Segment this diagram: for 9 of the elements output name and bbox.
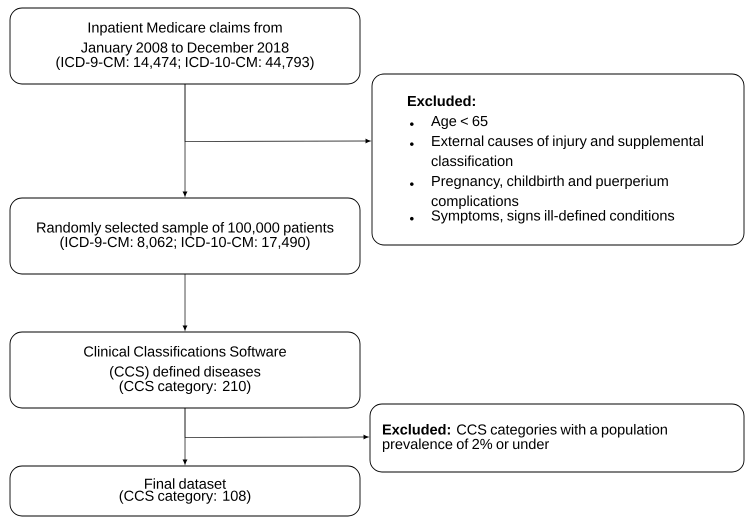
exclusion-box: Excluded: CCS categories with a population prevalence of 2% or under [370, 404, 744, 472]
process-box: Final dataset (CCS category: 108) [10, 466, 360, 516]
process-box: Randomly selected sample of 100,000 patients (ICD-9-CM: 8,062; ICD-10-CM: 17,490) [10, 198, 360, 274]
process-box: Inpatient Medicare claims from January 2008 to December 2018 (ICD-9-CM: 14,474; ICD-10-CM: 44,793) [10, 8, 360, 84]
arrow [182, 408, 188, 465]
arrow [182, 274, 188, 331]
exclusion-box: Excluded: Age < 65 External causes of injury and supplemental classification Pregnancy, childbirth and puerperium complications Symptoms, signs ill-defined conditions [372, 74, 744, 246]
arrow [182, 84, 188, 197]
process-box: Clinical Classifications Software (CCS) defined diseases (CCS category: 210) [10, 332, 360, 408]
